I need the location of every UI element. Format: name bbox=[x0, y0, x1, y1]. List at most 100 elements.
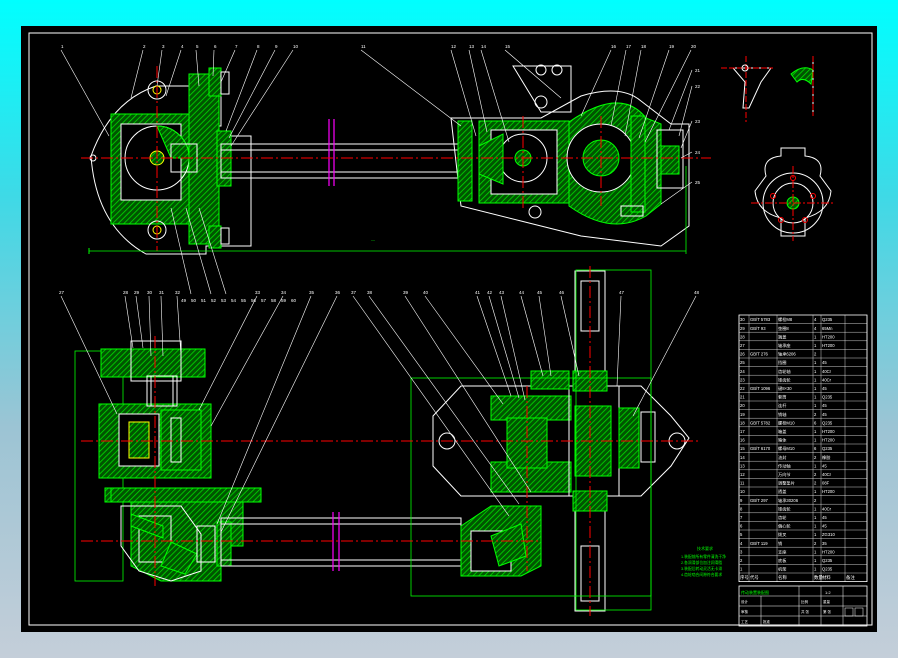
balloon-number: 51 bbox=[201, 298, 207, 303]
bom-cell: 螺栓M8 bbox=[778, 316, 793, 323]
balloon-number: 30 bbox=[147, 290, 153, 295]
bom-cell: GB/T 297 bbox=[750, 498, 769, 503]
balloon-number: 2 bbox=[143, 44, 146, 49]
tech-note: 1.装配前所有零件清洗干净 bbox=[681, 554, 726, 559]
bom-cell: 45 bbox=[822, 412, 827, 417]
bom-cell: 1 bbox=[814, 429, 817, 434]
balloon-number: 27 bbox=[59, 290, 65, 295]
tech-notes-title: 技术要求 bbox=[697, 545, 713, 551]
balloon-number: 55 bbox=[241, 298, 247, 303]
tb-label: 审核 bbox=[741, 609, 749, 614]
bom-cell: 3 bbox=[740, 549, 743, 554]
balloon-number: 7 bbox=[235, 44, 238, 49]
bom-cell: 10 bbox=[740, 489, 745, 494]
bom-cell: HT200 bbox=[822, 334, 835, 339]
balloon-number: 59 bbox=[281, 298, 287, 303]
balloon-number: 47 bbox=[619, 290, 625, 295]
bom-cell: 垫圈8 bbox=[778, 325, 789, 332]
bom-cell: 26 bbox=[740, 352, 745, 357]
bom-cell: 2 bbox=[814, 481, 817, 486]
balloon-number: 23 bbox=[695, 119, 701, 124]
bom-cell: GB/T 5783 bbox=[750, 317, 771, 322]
bom-cell: 1 bbox=[814, 438, 817, 443]
bom-cell: 65Mn bbox=[822, 326, 833, 331]
balloon-number: 37 bbox=[351, 290, 357, 295]
bom-cell: 销 bbox=[778, 540, 782, 547]
bom-cell: 22 bbox=[740, 386, 745, 391]
bom-cell: 9 bbox=[740, 498, 743, 503]
bom-cell: 19 bbox=[740, 412, 745, 417]
bom-cell: 拨叉 bbox=[778, 531, 787, 538]
balloon-number: 28 bbox=[123, 290, 129, 295]
balloon-number: 31 bbox=[159, 290, 165, 295]
title-block: 传动装置装配图 1:2 设计 审核 工艺 批准 比例 重量 共 张 第 张 bbox=[738, 585, 868, 627]
bom-cell: 08F bbox=[822, 481, 830, 486]
bom-cell: 1 bbox=[814, 558, 817, 563]
bom-cell: 1 bbox=[814, 386, 817, 391]
bom-cell: 万向节 bbox=[778, 471, 791, 478]
bom-cell: 14 bbox=[740, 455, 745, 460]
tech-note: 4.齿轮啮合间隙符合要求 bbox=[681, 572, 722, 577]
bom-cell: 6 bbox=[740, 524, 743, 529]
bom-cell: 4 bbox=[814, 326, 817, 331]
balloon-number: 10 bbox=[293, 44, 299, 49]
bom-cell: HT200 bbox=[822, 438, 835, 443]
balloon-number: 25 bbox=[695, 180, 701, 185]
bom-cell: 1 bbox=[814, 334, 817, 339]
bom-cell: 21 bbox=[740, 395, 745, 400]
balloon-number: 44 bbox=[519, 290, 525, 295]
bom-header-cell: 备注 bbox=[846, 574, 855, 581]
balloon-number: 12 bbox=[451, 44, 457, 49]
balloon-number: 29 bbox=[134, 290, 140, 295]
bom-cell: 齿轮轴 bbox=[778, 368, 791, 375]
balloon-number: 53 bbox=[221, 298, 227, 303]
bom-cell: 锥齿轮 bbox=[778, 505, 791, 512]
bom-cell: 端盖 bbox=[778, 333, 786, 340]
tb-label: 重量 bbox=[823, 599, 831, 604]
bom-cell: Q235 bbox=[822, 317, 833, 322]
balloon-number: 60 bbox=[291, 298, 297, 303]
bom-cell: 7 bbox=[740, 515, 743, 520]
balloon-number: 48 bbox=[694, 290, 700, 295]
balloon-number: 20 bbox=[691, 44, 697, 49]
drawing-sheet: — bbox=[21, 26, 877, 632]
bom-cell: 35 bbox=[822, 541, 827, 546]
bom-cell: Q235 bbox=[822, 558, 833, 563]
tech-note: 3.装配后转动灵活无卡滞 bbox=[681, 566, 722, 571]
balloon-number: 34 bbox=[281, 290, 287, 295]
balloon-number: 52 bbox=[211, 298, 217, 303]
bom-cell: 1 bbox=[814, 343, 817, 348]
balloon-number: 57 bbox=[261, 298, 267, 303]
balloon-number: 49 bbox=[181, 298, 187, 303]
balloon-number: 33 bbox=[255, 290, 261, 295]
balloon-number: 42 bbox=[487, 290, 493, 295]
bom-cell: HT200 bbox=[822, 343, 835, 348]
bom-cell: HT200 bbox=[822, 549, 835, 554]
bom-cell: 2 bbox=[814, 472, 817, 477]
balloon-number: 4 bbox=[181, 44, 184, 49]
balloon-number: 41 bbox=[475, 290, 481, 295]
balloon-number: 9 bbox=[275, 44, 278, 49]
bom-cell: 1 bbox=[814, 515, 817, 520]
bom-cell: 箱盖 bbox=[778, 428, 786, 435]
bom-cell: 2 bbox=[814, 455, 817, 460]
top-view: — bbox=[60, 49, 711, 295]
tb-label: 第 张 bbox=[823, 609, 831, 614]
bom-cell: HT200 bbox=[822, 489, 835, 494]
balloon-number: 39 bbox=[403, 290, 409, 295]
balloon-number: 24 bbox=[695, 150, 701, 155]
bom-cell: 23 bbox=[740, 377, 745, 382]
bom-cell: 1 bbox=[814, 463, 817, 468]
bom-cell: Q235 bbox=[822, 446, 833, 451]
bom-header-cell: 名称 bbox=[778, 574, 787, 581]
balloon-number: 43 bbox=[499, 290, 505, 295]
bom-cell: 轴承6206 bbox=[778, 351, 796, 358]
bom-cell: 调整垫片 bbox=[778, 480, 795, 487]
tb-label: 共 张 bbox=[801, 609, 809, 614]
bom-cell: 2 bbox=[814, 352, 817, 357]
bom-cell: 箱体 bbox=[778, 437, 787, 444]
balloon-number: 18 bbox=[641, 44, 647, 49]
bom-cell: 底板 bbox=[778, 557, 787, 564]
bom-cell: 1 bbox=[814, 377, 817, 382]
